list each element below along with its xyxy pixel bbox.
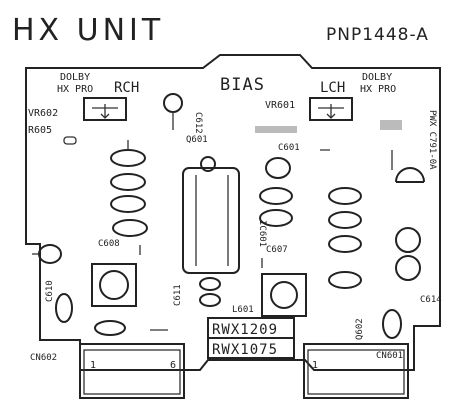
chip-label-rwx1209: RWX1209 <box>212 322 278 338</box>
pad-hatch-2 <box>380 120 402 130</box>
channel-label-rch: RCH <box>114 80 139 96</box>
capacitor-c612: C612 <box>163 93 203 134</box>
resistor-r605-pad <box>63 136 77 145</box>
dolby-label-left-1: DOLBY <box>60 72 90 83</box>
ref-c610: C610 <box>45 280 55 302</box>
pin-1-left: 1 <box>90 360 96 371</box>
ref-vr601: VR601 <box>265 100 295 111</box>
ref-vr602: VR602 <box>28 108 58 119</box>
dolby-label-left-2: HX PRO <box>57 84 93 95</box>
connector-cn601: 1 CN601 <box>303 343 409 399</box>
pin-1-right: 1 <box>312 360 318 371</box>
part-number: PNP1448-A <box>326 25 429 45</box>
trimmer-arrow-left-icon <box>92 104 118 119</box>
oval-components-left <box>110 140 148 237</box>
ref-cn602: CN602 <box>30 353 57 363</box>
trimmer-vr601: LCH DOLBY HX PRO VR601 <box>265 72 396 121</box>
ref-c608: C608 <box>98 239 120 249</box>
transistor-right-lower <box>395 227 421 281</box>
ref-cn601: CN601 <box>376 351 403 361</box>
ref-q601: Q601 <box>186 135 208 145</box>
ref-c601: C601 <box>278 143 300 153</box>
capacitor-c610: C610 <box>45 280 73 323</box>
chip-label-upper: RWX1209 <box>207 317 295 339</box>
pcb-side-code: PWX C791-0A <box>427 110 437 170</box>
chip-label-rwx1075: RWX1075 <box>212 342 278 358</box>
ref-q602: Q602 <box>355 318 365 340</box>
oval-center-2 <box>199 293 221 307</box>
trace-lines <box>139 149 393 331</box>
dolby-label-right-1: DOLBY <box>362 72 392 83</box>
capacitor-left-edge <box>32 244 62 264</box>
channel-label-lch: LCH <box>320 80 345 96</box>
ic-ic601: IC601 <box>182 167 267 274</box>
oval-center-1 <box>199 277 221 291</box>
ref-c614: C614 <box>420 295 442 305</box>
trimmer-box-left <box>83 97 127 121</box>
test-point-right <box>261 273 307 317</box>
trimmer-arrow-right-icon <box>318 104 344 119</box>
ref-r605: R605 <box>28 125 52 136</box>
ref-c607: C607 <box>266 245 288 255</box>
board-outline <box>25 54 441 371</box>
pin-6-left: 6 <box>170 360 176 371</box>
oval-components-mid <box>259 187 362 289</box>
transistor-q602: Q602 <box>355 309 402 340</box>
dolby-label-right-2: HX PRO <box>360 84 396 95</box>
bias-label: BIAS <box>220 75 265 95</box>
capacitor-c601: C601 <box>265 143 300 179</box>
unit-title: HX UNIT <box>12 13 164 48</box>
trimmer-box-right <box>309 97 353 121</box>
trimmer-vr602: DOLBY HX PRO RCH VR602 R605 <box>28 72 139 145</box>
test-point-left <box>91 263 137 307</box>
pad-hatch-1 <box>255 126 297 133</box>
chip-label-lower: RWX1075 <box>207 337 295 359</box>
ref-c611: C611 <box>173 284 183 306</box>
connector-cn602: CN602 1 6 <box>30 343 185 399</box>
ref-c612: C612 <box>193 112 203 134</box>
transistor-q601: Q601 <box>186 135 216 172</box>
ref-ic601: IC601 <box>257 220 267 247</box>
transistor-right-upper <box>395 167 425 183</box>
ref-l601: L601 <box>232 305 254 315</box>
oval-below-testpoint <box>94 320 126 336</box>
